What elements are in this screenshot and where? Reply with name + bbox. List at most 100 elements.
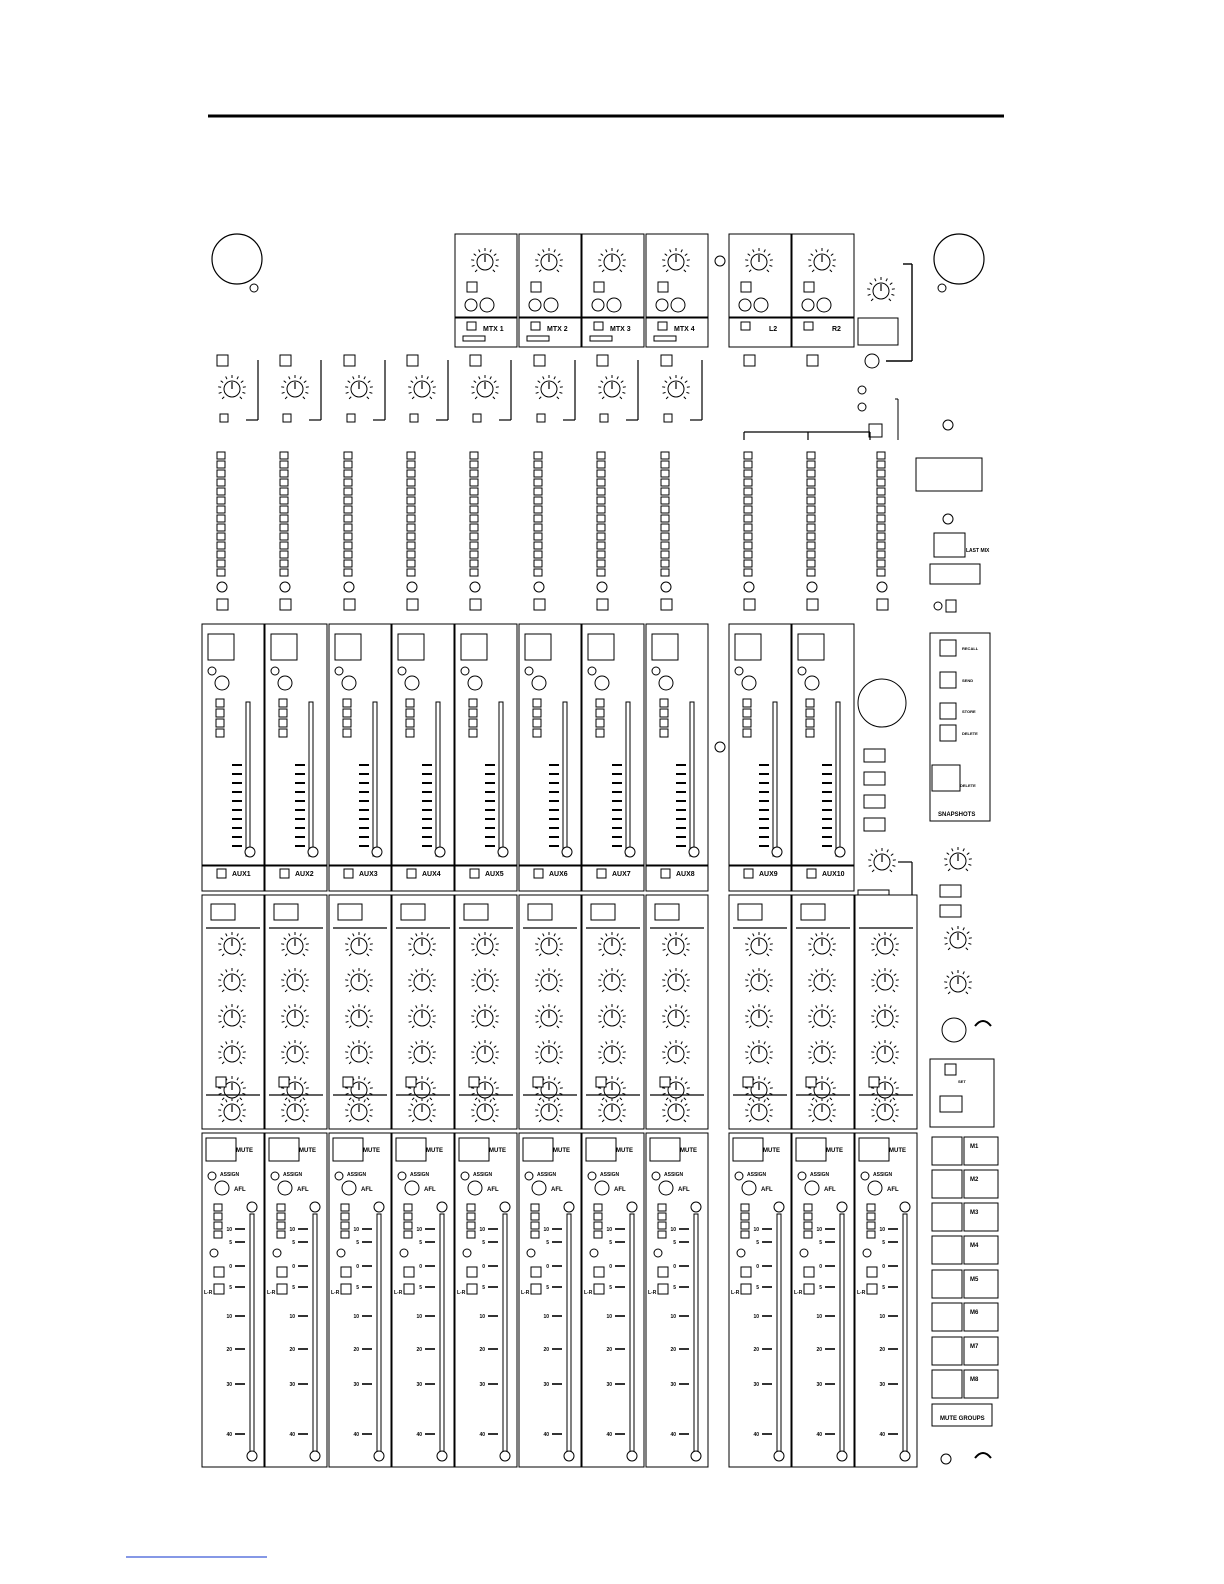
- channel-mode-button[interactable]: [657, 1212, 667, 1221]
- mute-group-button[interactable]: [939, 1095, 963, 1113]
- channel-mode-button[interactable]: [740, 1212, 750, 1221]
- aux-mode-button[interactable]: [342, 698, 352, 708]
- channel-button[interactable]: [276, 1266, 288, 1278]
- channel-button[interactable]: [403, 1266, 415, 1278]
- channel-mode-button[interactable]: [466, 1203, 476, 1212]
- mute-group-button[interactable]: [931, 1302, 963, 1332]
- aux-mode-button[interactable]: [595, 698, 605, 708]
- aux-mode-button[interactable]: [532, 708, 542, 718]
- aux-fader-cap[interactable]: [434, 846, 446, 858]
- mute-group-button[interactable]: [931, 1369, 963, 1399]
- aux-fader-cap[interactable]: [244, 846, 256, 858]
- channel-button[interactable]: [403, 1283, 415, 1295]
- talkback-button[interactable]: [863, 817, 886, 832]
- lr-on-button[interactable]: [803, 321, 814, 331]
- aux-on-button[interactable]: [596, 868, 607, 879]
- channel-button[interactable]: [406, 354, 419, 367]
- channel-button[interactable]: [469, 354, 482, 367]
- lr-select-button[interactable]: [740, 281, 752, 293]
- meter-select-button[interactable]: [533, 598, 546, 611]
- aux-mode-button[interactable]: [405, 698, 415, 708]
- channel-mode-button[interactable]: [740, 1221, 750, 1230]
- meter-select-button[interactable]: [406, 598, 419, 611]
- channel-button[interactable]: [740, 1283, 752, 1295]
- aux-on-button[interactable]: [279, 868, 290, 879]
- channel-button[interactable]: [866, 1266, 878, 1278]
- last-mix-switch[interactable]: [929, 563, 981, 585]
- aux-mode-button[interactable]: [405, 718, 415, 728]
- channel-button[interactable]: [279, 354, 292, 367]
- mute-group-button[interactable]: [931, 1235, 963, 1265]
- channel-mode-button[interactable]: [276, 1230, 286, 1239]
- meter-select-button[interactable]: [216, 598, 229, 611]
- channel-mode-button[interactable]: [803, 1230, 813, 1239]
- channel-button[interactable]: [466, 1266, 478, 1278]
- snapshot-button[interactable]: [939, 702, 957, 720]
- channel-mode-button[interactable]: [803, 1221, 813, 1230]
- aux-mode-button[interactable]: [342, 718, 352, 728]
- aux-fader-cap[interactable]: [624, 846, 636, 858]
- aux-mode-button[interactable]: [215, 718, 225, 728]
- aux-mode-button[interactable]: [278, 698, 288, 708]
- channel-fader-cap[interactable]: [773, 1450, 785, 1462]
- channel-fader-cap[interactable]: [690, 1450, 702, 1462]
- aux-on-button[interactable]: [343, 868, 354, 879]
- aux-mode-button[interactable]: [595, 728, 605, 738]
- aux-mode-button[interactable]: [405, 708, 415, 718]
- channel-button[interactable]: [596, 354, 609, 367]
- aux-mode-button[interactable]: [805, 728, 815, 738]
- channel-mode-button[interactable]: [340, 1203, 350, 1212]
- aux-mode-button[interactable]: [742, 708, 752, 718]
- meter-select-button[interactable]: [279, 598, 292, 611]
- aux-mode-button[interactable]: [805, 708, 815, 718]
- matrix-select-button[interactable]: [657, 281, 669, 293]
- aux-mode-button[interactable]: [595, 708, 605, 718]
- channel-mode-button[interactable]: [866, 1212, 876, 1221]
- channel-mode-button[interactable]: [340, 1212, 350, 1221]
- channel-mode-button[interactable]: [740, 1230, 750, 1239]
- aux-mode-button[interactable]: [742, 728, 752, 738]
- channel-mode-button[interactable]: [213, 1212, 223, 1221]
- aux-on-button[interactable]: [406, 868, 417, 879]
- aux-send-button[interactable]: [342, 1076, 354, 1088]
- talkback-button[interactable]: [863, 771, 886, 786]
- channel-mode-button[interactable]: [593, 1230, 603, 1239]
- channel-mode-button[interactable]: [466, 1212, 476, 1221]
- aux-mode-button[interactable]: [742, 718, 752, 728]
- aux-mode-button[interactable]: [278, 728, 288, 738]
- aux-mode-button[interactable]: [532, 728, 542, 738]
- aux-send-button[interactable]: [532, 1076, 544, 1088]
- channel-button[interactable]: [866, 1283, 878, 1295]
- talkback-button[interactable]: [863, 748, 886, 763]
- mute-group-button[interactable]: [931, 1136, 963, 1166]
- channel-mode-button[interactable]: [340, 1230, 350, 1239]
- channel-mode-button[interactable]: [403, 1203, 413, 1212]
- channel-mode-button[interactable]: [276, 1221, 286, 1230]
- channel-button[interactable]: [657, 1266, 669, 1278]
- aux-send-button[interactable]: [742, 1076, 754, 1088]
- channel-mode-button[interactable]: [213, 1230, 223, 1239]
- channel-button[interactable]: [530, 1266, 542, 1278]
- channel-button[interactable]: [213, 1266, 225, 1278]
- channel-fader-cap[interactable]: [246, 1450, 258, 1462]
- lr-select-button[interactable]: [803, 281, 815, 293]
- channel-button[interactable]: [530, 1283, 542, 1295]
- aux-fader-cap[interactable]: [771, 846, 783, 858]
- matrix-on-button[interactable]: [593, 321, 604, 331]
- talkback-button[interactable]: [863, 794, 886, 809]
- aux-mode-button[interactable]: [805, 718, 815, 728]
- channel-button[interactable]: [660, 354, 673, 367]
- matrix-select-button[interactable]: [466, 281, 478, 293]
- channel-mode-button[interactable]: [657, 1230, 667, 1239]
- aux-mode-button[interactable]: [468, 698, 478, 708]
- channel-button[interactable]: [343, 354, 356, 367]
- aux-send-button[interactable]: [468, 1076, 480, 1088]
- aux-on-button[interactable]: [469, 868, 480, 879]
- channel-button[interactable]: [216, 354, 229, 367]
- channel-mode-button[interactable]: [740, 1203, 750, 1212]
- channel-fader-cap[interactable]: [836, 1450, 848, 1462]
- channel-button[interactable]: [276, 1283, 288, 1295]
- aux-mode-button[interactable]: [468, 718, 478, 728]
- matrix-on-button[interactable]: [466, 321, 477, 331]
- aux-mode-button[interactable]: [659, 728, 669, 738]
